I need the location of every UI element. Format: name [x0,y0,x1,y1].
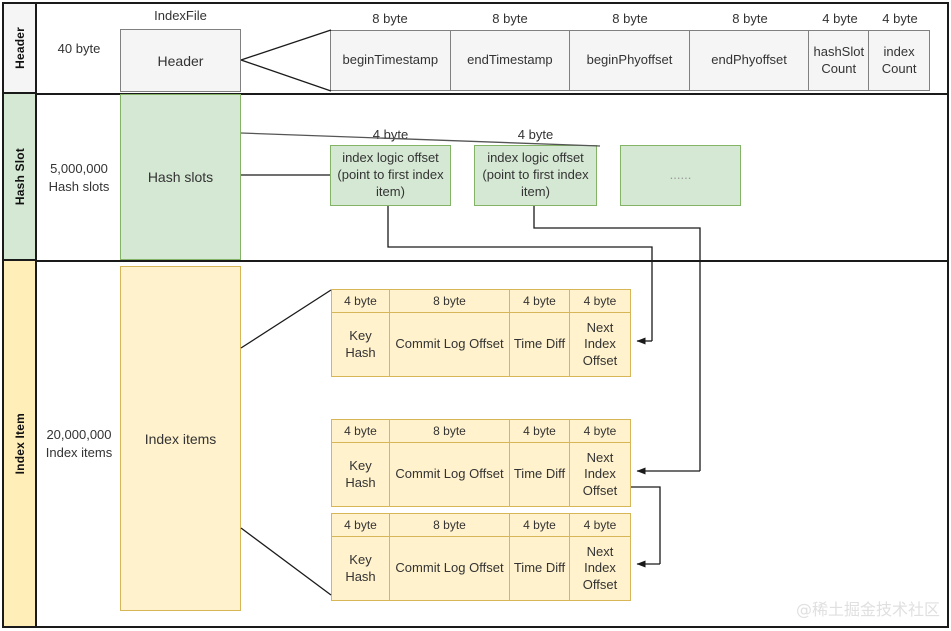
header-size-3: 8 byte [732,10,768,26]
index-item-2-size-key-hash: 4 byte [332,514,390,536]
index-item-2-time-diff: Time Diff [510,537,570,600]
header-field-index-count: index Count [869,31,929,90]
index-item-0-size-key-hash: 4 byte [332,290,390,312]
index-item-2-cells: Key Hash Commit Log Offset Time Diff Nex… [331,536,631,601]
block-header-label: Header [157,52,204,69]
header-size-2: 8 byte [612,10,648,26]
watermark-text: @稀土掘金技术社区 [795,600,940,619]
index-item-0-size-commit-log: 8 byte [390,290,510,312]
header-field-hash-slot-count: hashSlot Count [809,31,870,90]
caption-index-item-count-line1: 20,000,000 [46,426,112,442]
index-item-1-sizes: 4 byte 8 byte 4 byte 4 byte [331,419,631,442]
index-item-0: 4 byte 8 byte 4 byte 4 byte Key Hash Com… [331,289,631,377]
index-item-1: 4 byte 8 byte 4 byte 4 byte Key Hash Com… [331,419,631,507]
hash-slot-box-ellipsis-label: ...... [669,167,692,183]
index-item-2-commit-log: Commit Log Offset [390,537,510,600]
index-item-0-size-time-diff: 4 byte [510,290,570,312]
hash-slot-size-1: 4 byte [517,126,554,142]
index-item-2-sizes: 4 byte 8 byte 4 byte 4 byte [331,513,631,536]
caption-index-item-count: 20,000,000 Index items [38,262,120,625]
band-header-label: Header [12,27,27,69]
block-hash-slots-label: Hash slots [147,169,214,185]
hash-slot-box-1: index logic offset (point to first index… [474,145,597,206]
band-index-item-label: Index Item [12,412,27,475]
index-item-0-sizes: 4 byte 8 byte 4 byte 4 byte [331,289,631,312]
index-item-2-size-commit-log: 8 byte [390,514,510,536]
header-size-0: 8 byte [372,10,408,26]
header-detail-sizes: 8 byte 8 byte 8 byte 8 byte 4 byte 4 byt… [330,8,930,28]
header-size-1: 8 byte [492,10,528,26]
caption-index-item-count-line2: Index items [45,444,113,460]
index-item-1-cells: Key Hash Commit Log Offset Time Diff Nex… [331,442,631,507]
page-title-text: IndexFile [154,7,207,23]
index-item-1-size-commit-log: 8 byte [390,420,510,442]
band-hash-slot-label: Hash Slot [12,147,27,206]
caption-header-size-text: 40 byte [57,40,101,56]
header-field-end-timestamp: endTimestamp [450,31,571,90]
hash-slot-size-0: 4 byte [372,126,409,142]
row-divider-hashslot-indexitem [37,260,949,262]
hash-slot-box-ellipsis: ...... [620,145,741,206]
index-item-1-size-time-diff: 4 byte [510,420,570,442]
header-size-4: 4 byte [822,10,858,26]
block-header: Header [120,29,241,92]
caption-header-size: 40 byte [38,4,120,93]
caption-hash-slot-count-line1: 5,000,000 [50,160,108,176]
row-divider-header-hashslot [37,93,949,95]
header-field-end-phyoffset: endPhyoffset [689,31,810,90]
index-item-0-time-diff: Time Diff [510,313,570,376]
index-item-2-next-index: Next Index Offset [582,544,618,592]
header-field-begin-phyoffset: beginPhyoffset [570,31,690,90]
caption-hash-slot-count: 5,000,000 Hash slots [38,95,120,260]
header-size-5: 4 byte [882,10,918,26]
index-item-1-commit-log: Commit Log Offset [390,443,510,506]
index-item-2: 4 byte 8 byte 4 byte 4 byte Key Hash Com… [331,513,631,601]
index-item-1-size-key-hash: 4 byte [332,420,390,442]
index-item-2-size-time-diff: 4 byte [510,514,570,536]
index-item-0-next-index: Next Index Offset [582,320,618,368]
index-item-1-key-hash: Key Hash [332,443,390,506]
index-item-2-key-hash: Key Hash [332,537,390,600]
index-item-1-next-index: Next Index Offset [582,450,618,498]
hash-slot-box-0-label: index logic offset (point to first index… [337,150,444,199]
index-item-0-key-hash: Key Hash [332,313,390,376]
band-header: Header [4,4,37,94]
watermark: @稀土掘金技术社区 [775,596,940,620]
hash-slot-box-1-label: index logic offset (point to first index… [482,150,589,199]
index-item-2-size-next-index: 4 byte [583,518,617,532]
page-title: IndexFile [120,4,241,26]
index-item-1-size-next-index: 4 byte [583,424,617,438]
block-hash-slots: Hash slots [120,94,241,260]
index-item-0-size-next-index: 4 byte [583,294,617,308]
block-index-items: Index items [120,266,241,611]
band-hash-slot: Hash Slot [4,94,37,261]
band-index-item: Index Item [4,261,37,626]
caption-hash-slot-count-line2: Hash slots [48,178,110,194]
index-item-1-time-diff: Time Diff [510,443,570,506]
header-field-begin-timestamp: beginTimestamp [331,31,451,90]
block-index-items-label: Index items [144,430,217,447]
index-item-0-commit-log: Commit Log Offset [390,313,510,376]
header-detail-fields: beginTimestamp endTimestamp beginPhyoffs… [330,30,930,91]
index-item-0-cells: Key Hash Commit Log Offset Time Diff Nex… [331,312,631,377]
hash-slot-box-0: index logic offset (point to first index… [330,145,451,206]
